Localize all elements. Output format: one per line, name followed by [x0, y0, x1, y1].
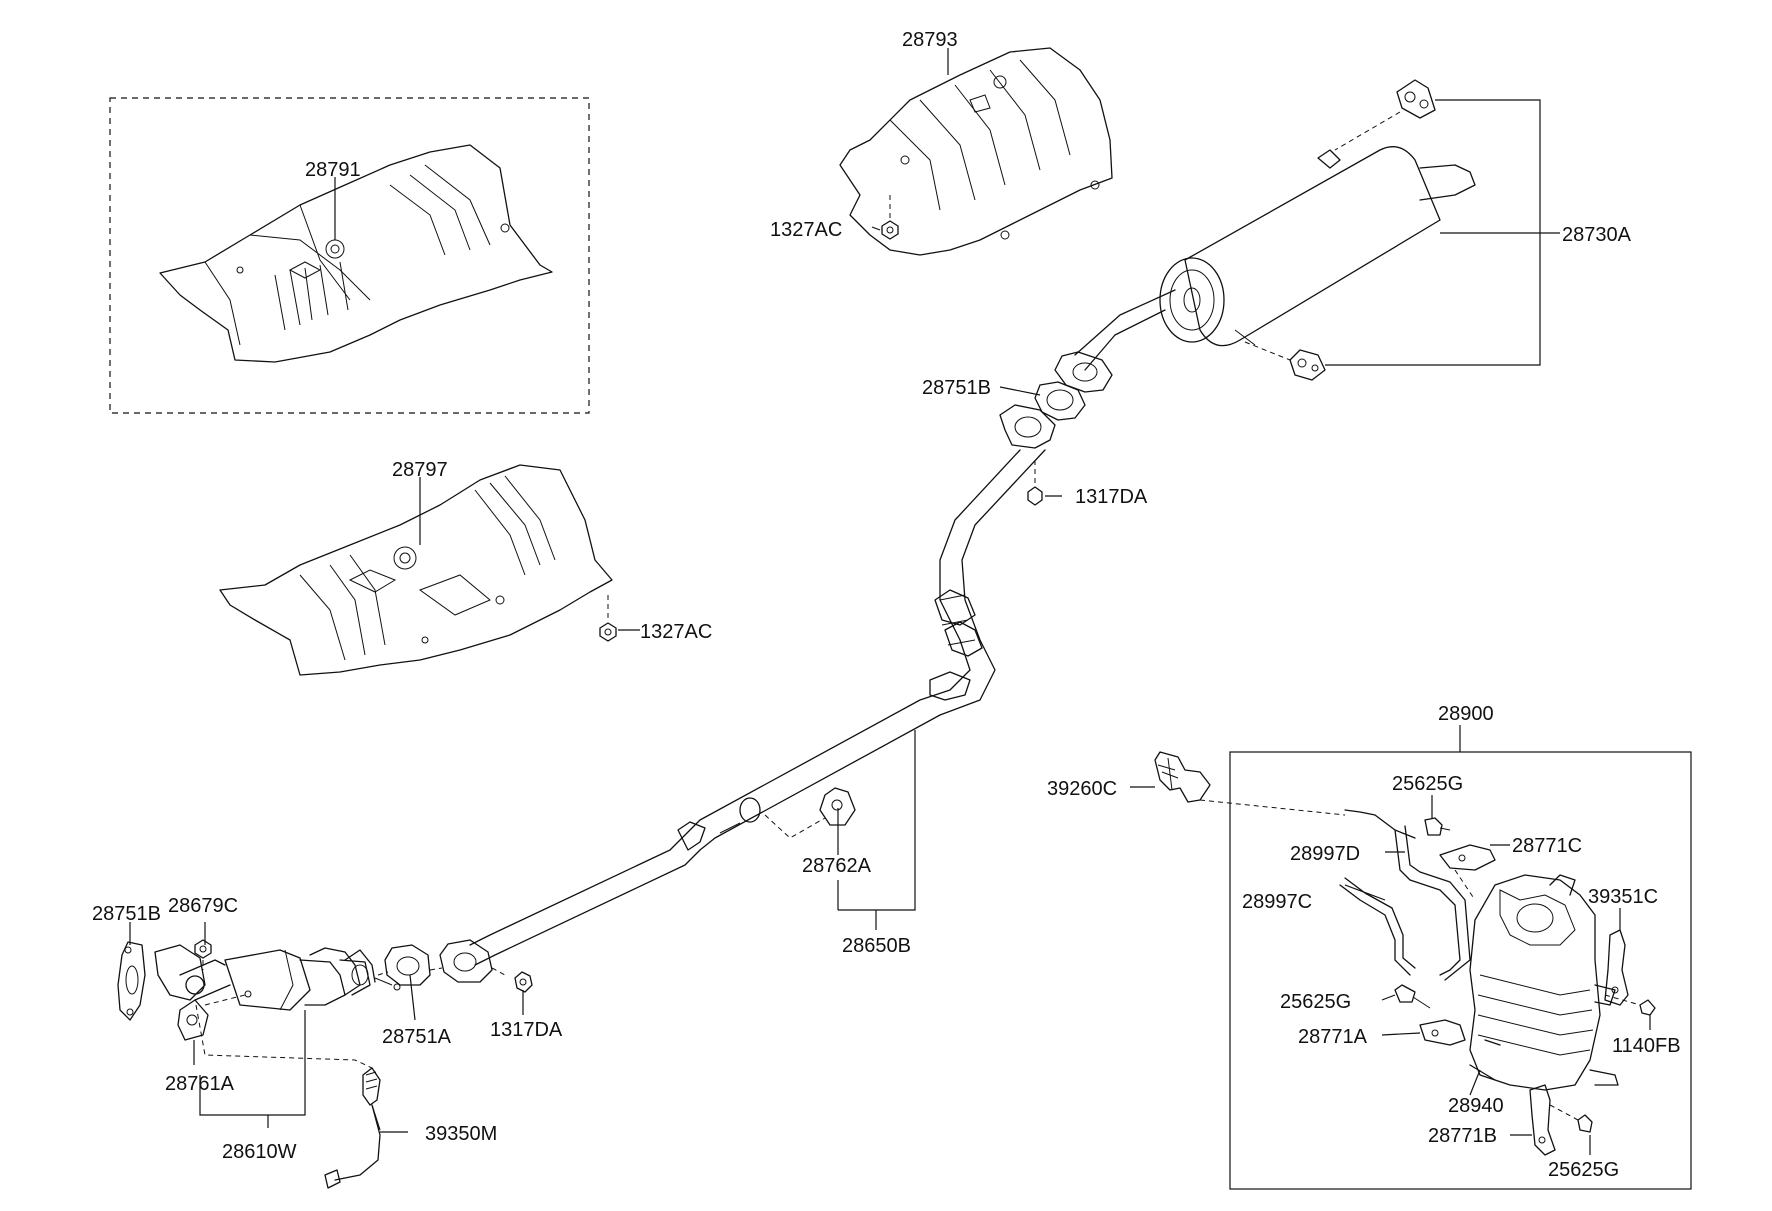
nut-1327ac-upper[interactable] [881, 195, 899, 240]
label-25625g-upper: 25625G [1392, 773, 1463, 795]
front-pipe-28610w[interactable] [154, 944, 401, 1041]
hanger-rubber-upper[interactable] [1317, 79, 1436, 169]
bolt-25625g-upper[interactable] [1424, 817, 1451, 836]
label-1327ac-upper: 1327AC [770, 219, 842, 241]
label-1140fb: 1140FB [1612, 1035, 1681, 1057]
hanger-rubber-lower[interactable] [1244, 341, 1326, 381]
heat-shield-28797[interactable] [219, 464, 613, 676]
bolt-25625g-middle[interactable] [1394, 984, 1431, 1009]
label-28771c: 28771C [1512, 835, 1582, 857]
label-39350m: 39350M [425, 1123, 497, 1145]
label-28771b: 28771B [1428, 1125, 1497, 1147]
center-pipe-28650b[interactable] [469, 449, 1046, 966]
dashed-connector [429, 967, 443, 971]
flange-center-pipe-lower[interactable] [439, 939, 493, 983]
gasket-28751b-upper[interactable] [1034, 381, 1086, 421]
bolt-25625g-lower[interactable] [1549, 1104, 1593, 1133]
flange-center-pipe-upper[interactable] [999, 404, 1056, 449]
hanger-rubber-28762a[interactable] [739, 787, 856, 839]
label-28997c: 28997C [1242, 891, 1312, 913]
label-28771a: 28771A [1298, 1026, 1368, 1048]
catalytic-converter-28940[interactable] [1469, 874, 1619, 1091]
label-28650b: 28650B [842, 935, 911, 957]
oxygen-sensor-39350m[interactable] [195, 1004, 381, 1189]
leader-lines [129, 48, 1651, 1155]
label-28797: 28797 [392, 459, 448, 481]
gasket-28751b-left[interactable] [117, 941, 146, 1021]
nut-1327ac-left[interactable] [599, 595, 617, 642]
bracket-28771b[interactable] [1529, 1084, 1556, 1156]
label-28762a: 28762A [802, 855, 872, 877]
label-39351c: 39351C [1588, 886, 1658, 908]
bracket-28771a[interactable] [1419, 1019, 1466, 1046]
label-28751b-left: 28751B [92, 903, 161, 925]
label-25625g-middle: 25625G [1280, 991, 1351, 1013]
label-28791: 28791 [305, 159, 361, 181]
gasket-28751a[interactable] [384, 944, 431, 986]
nut-1317da-lower[interactable] [514, 971, 533, 993]
pipe-28997c[interactable] [1339, 877, 1416, 976]
optional-part-box [109, 97, 590, 414]
dashed-connector [491, 967, 506, 976]
label-28730a: 28730A [1562, 224, 1632, 246]
flange-muffler-inlet[interactable] [1054, 351, 1113, 393]
label-28761a: 28761A [165, 1073, 235, 1095]
pipe-28997d[interactable] [1394, 825, 1471, 981]
bracket-28771c[interactable] [1439, 844, 1496, 901]
rear-muffler-28730a[interactable] [1074, 146, 1476, 371]
sensor-connector-39260c[interactable] [1154, 751, 1416, 839]
nut-1317da-upper[interactable] [1027, 460, 1043, 506]
label-39260c: 39260C [1047, 778, 1117, 800]
label-1317da-upper: 1317DA [1075, 486, 1148, 508]
label-28610w: 28610W [222, 1141, 297, 1163]
label-1327ac-left: 1327AC [640, 621, 712, 643]
label-28997d: 28997D [1290, 843, 1360, 865]
part-labels: 28791 28797 1327AC 28793 1327AC 28730A 2… [92, 29, 1681, 1181]
heat-shield-28791[interactable] [159, 144, 553, 363]
label-25625g-lower: 25625G [1548, 1159, 1619, 1181]
bracket-39351c[interactable] [1604, 929, 1629, 1006]
label-28679c: 28679C [168, 895, 238, 917]
label-28793: 28793 [902, 29, 958, 51]
label-28900: 28900 [1438, 703, 1494, 725]
dashed-connector [377, 971, 389, 976]
label-28751a: 28751A [382, 1026, 452, 1048]
label-1317da-lower: 1317DA [490, 1019, 563, 1041]
heat-shield-28793[interactable] [839, 47, 1113, 256]
label-28940: 28940 [1448, 1095, 1504, 1117]
bolt-1140fb[interactable] [1604, 994, 1656, 1016]
label-28751b-upper: 28751B [922, 377, 991, 399]
nut-28679c[interactable] [194, 939, 212, 970]
